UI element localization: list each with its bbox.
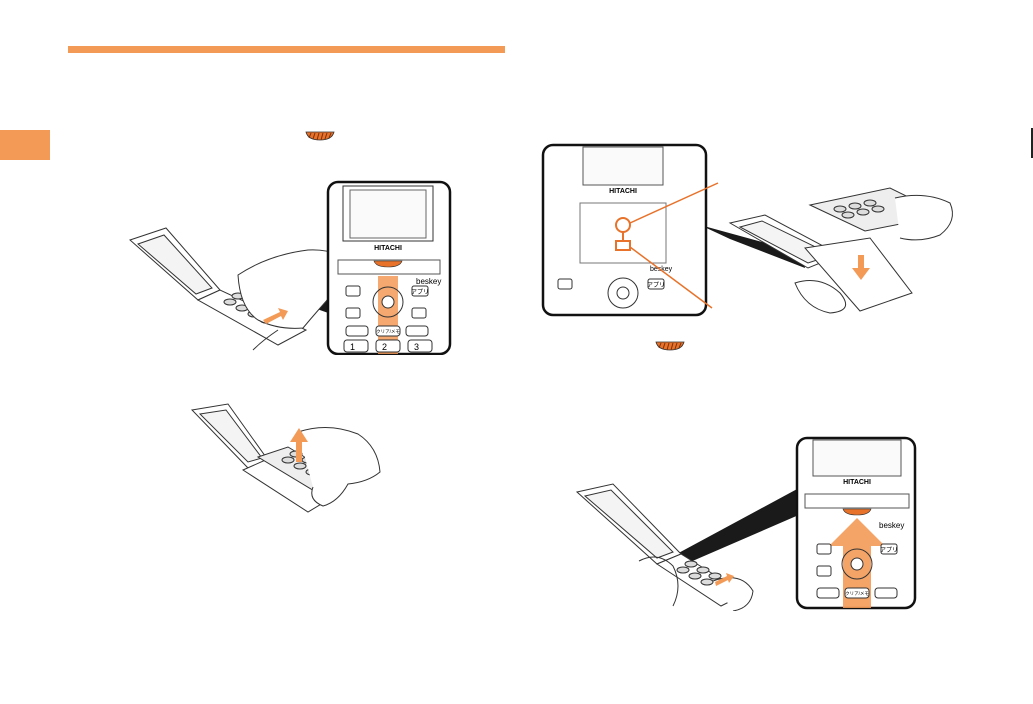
sliding-key-icon — [655, 341, 685, 351]
brand-logo: HITACHI — [374, 245, 402, 252]
svg-text:HITACHI: HITACHI — [843, 479, 871, 486]
svg-text:1: 1 — [350, 342, 355, 352]
magnified-key-panel: HITACHI beskey アプリ クリア/メモ 1 2 3 — [328, 182, 450, 354]
magnified-hinge-panel: HITACHI beskey アプリ — [543, 145, 706, 315]
svg-text:2: 2 — [382, 342, 387, 352]
svg-text:3: 3 — [414, 342, 419, 352]
svg-text:beskey: beskey — [879, 521, 904, 530]
svg-text:アプリ: アプリ — [880, 547, 898, 554]
section-title-rule — [68, 46, 505, 53]
model-logo: beskey — [416, 277, 441, 286]
svg-text:アプリ: アプリ — [647, 282, 665, 289]
figure-lift-key-panel — [188, 402, 383, 522]
phone-closed-illustration — [577, 484, 753, 611]
svg-text:HITACHI: HITACHI — [609, 188, 637, 195]
figure-insert-key-panel: HITACHI beskey アプリ — [540, 143, 965, 318]
zoom-wedge — [673, 488, 801, 566]
figure-slide-up: HITACHI beskey アプリ クリア/メモ — [573, 436, 918, 611]
sliding-key-icon — [305, 131, 335, 141]
figure-phone-slide-key: HITACHI beskey アプリ クリア/メモ 1 2 3 — [128, 180, 453, 355]
chapter-tab — [0, 130, 50, 160]
magnified-slide-panel: HITACHI beskey アプリ クリア/メモ — [797, 438, 915, 608]
svg-text:アプリ: アプリ — [411, 289, 429, 296]
